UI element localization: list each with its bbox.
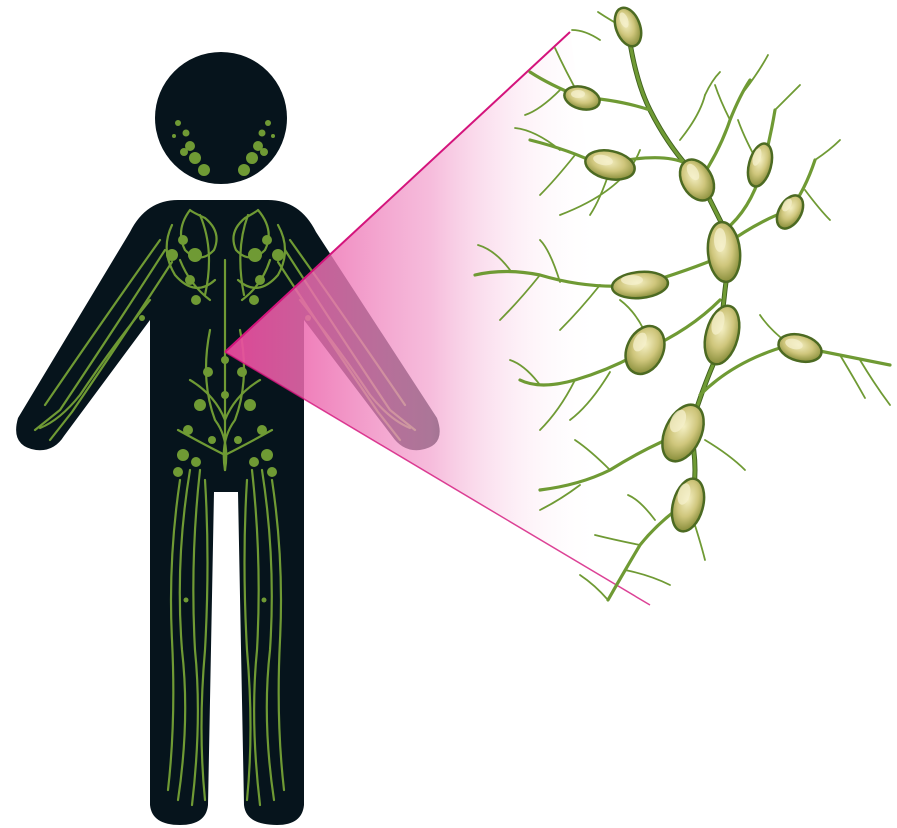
lymph-node [744,141,777,189]
lymph-node [618,320,672,381]
lymph-node [705,221,742,284]
lymph-node [610,4,646,50]
lymph-node [771,191,808,233]
silhouette-head [155,52,287,184]
lymph-node [583,146,638,184]
lymph-node [611,270,669,301]
lymph-node [654,398,712,468]
